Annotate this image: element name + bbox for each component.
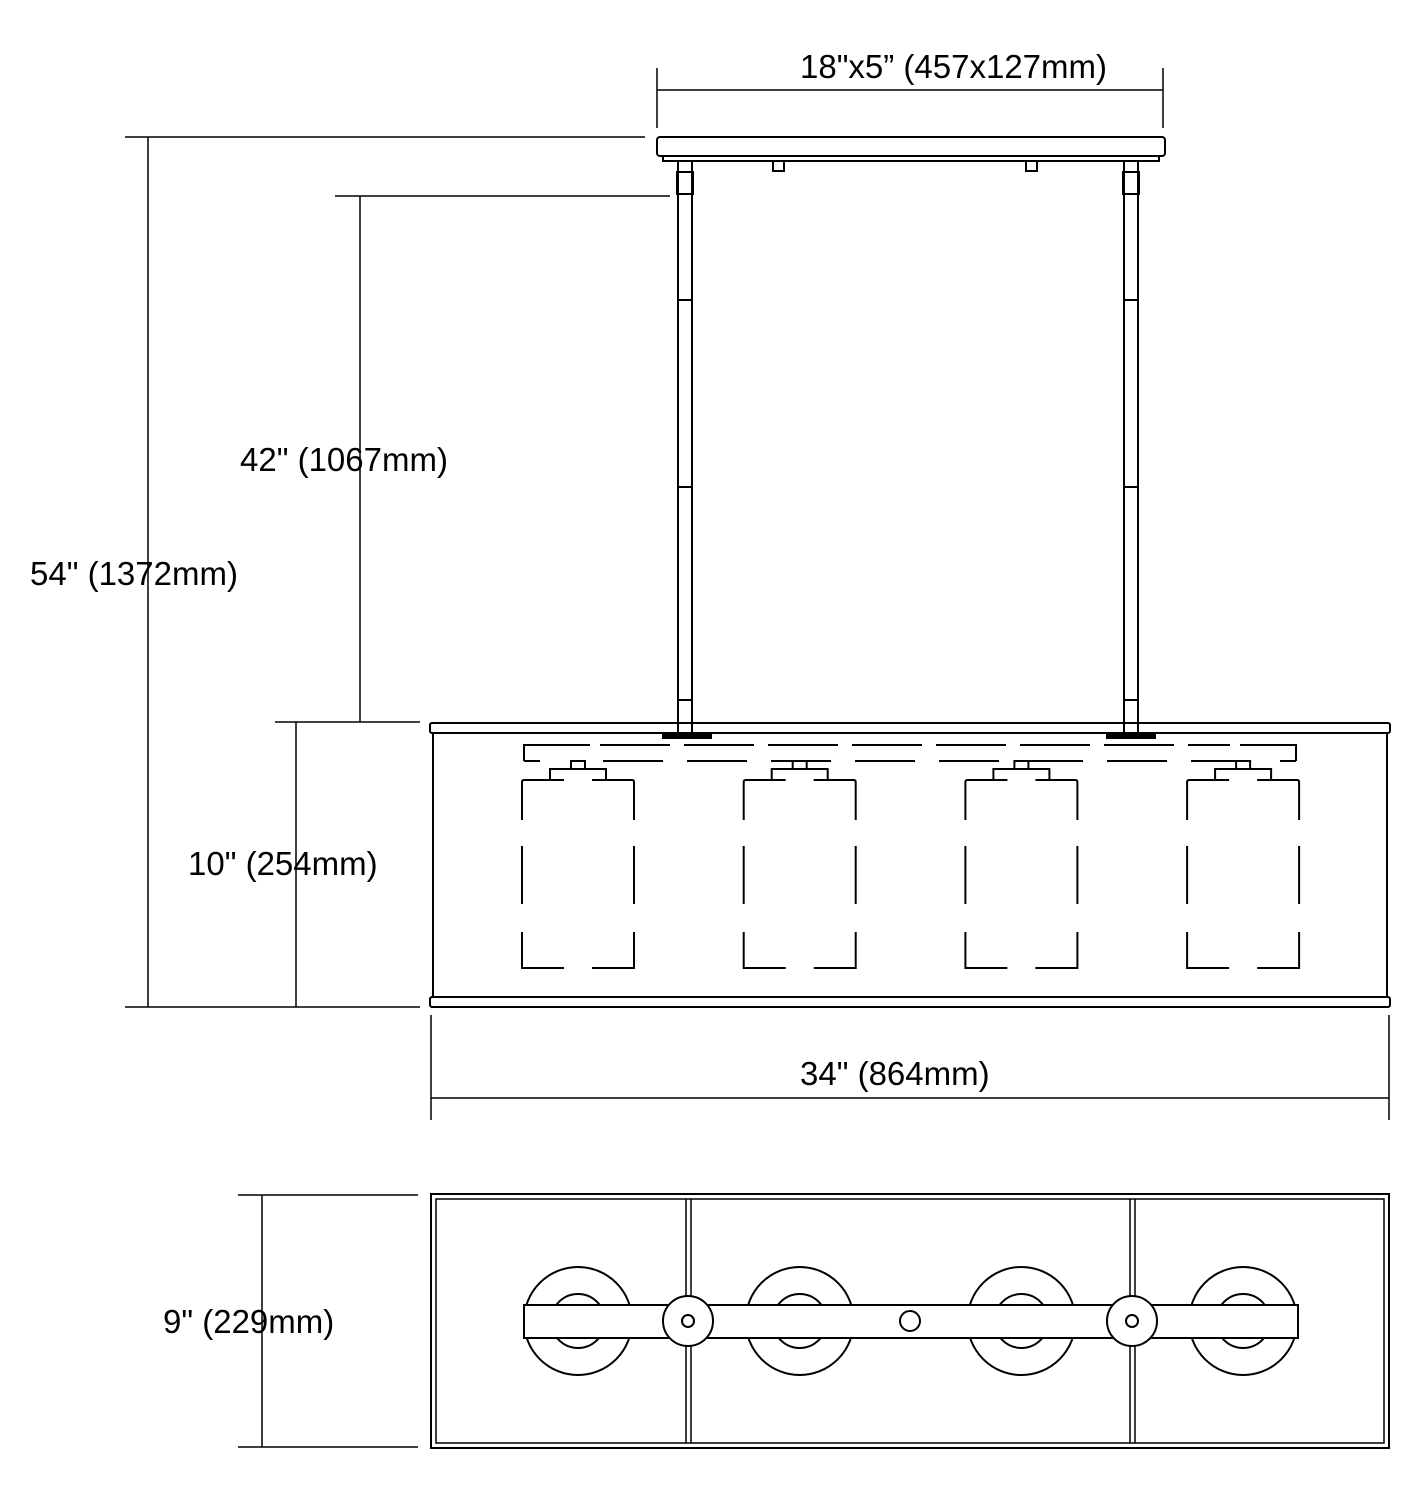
canopy xyxy=(656,136,1166,172)
plan-rod-hubs xyxy=(662,1295,1158,1347)
rod-hub xyxy=(1106,1295,1158,1347)
glass-shade xyxy=(1186,760,1301,969)
dimension-lines xyxy=(125,68,1390,1448)
rod-hub xyxy=(662,1295,714,1347)
shade-height-label: 10" (254mm) xyxy=(188,845,378,882)
plan-view xyxy=(430,1193,1390,1449)
suspension-rod xyxy=(1122,160,1140,736)
glass-cylinders xyxy=(521,760,1301,969)
depth-label: 9" (229mm) xyxy=(163,1303,335,1340)
suspension-rod xyxy=(676,160,694,736)
overall-height-label: 54" (1372mm) xyxy=(30,555,238,592)
glass-shade xyxy=(521,760,635,969)
chain-length-label: 42" (1067mm) xyxy=(240,441,448,478)
suspension-rods xyxy=(676,160,1140,736)
glass-shade xyxy=(964,760,1079,969)
shade-elevation xyxy=(429,722,1391,1008)
canopy-dimension-label: 18"x5” (457x127mm) xyxy=(800,48,1108,85)
glass-shade xyxy=(742,760,857,969)
width-label: 34" (864mm) xyxy=(800,1055,990,1092)
